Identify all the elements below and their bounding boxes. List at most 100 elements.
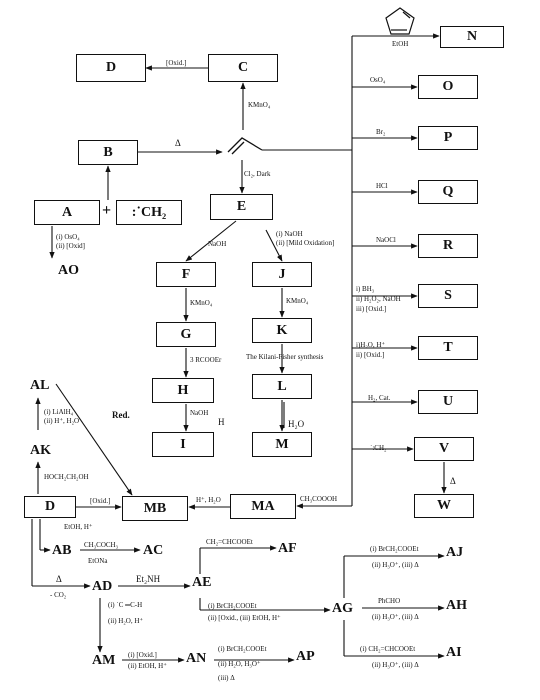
compound-U-box: U xyxy=(418,390,478,414)
carbene-box: :˙CH₂ xyxy=(116,200,182,225)
compound-R-box: R xyxy=(418,234,478,258)
compound-C-box: C xyxy=(208,54,278,82)
compound-AP: AP xyxy=(296,649,315,664)
compound-P-box: P xyxy=(418,126,478,150)
label-an-reagent-2: (ii) EtOH, H⁺ xyxy=(128,662,167,670)
compound-O-box: O xyxy=(418,75,478,99)
compound-T-box: T xyxy=(418,336,478,360)
compound-AE: AE xyxy=(192,575,212,590)
compound-B-box: B xyxy=(78,140,138,165)
label-j-reagent-2: (ii) [Mild Oxidation] xyxy=(276,239,335,247)
cyclopentadiene-icon xyxy=(385,7,415,35)
label-rcooer: 3 RCOOEr xyxy=(190,356,222,364)
compound-AG: AG xyxy=(332,601,353,616)
compound-AM: AM xyxy=(92,653,116,668)
compound-MA-box: MA xyxy=(230,494,296,519)
label-etoh-h: EtOH, H⁺ xyxy=(64,523,93,531)
label-co2: - CO₂ xyxy=(50,591,67,599)
label-naoh-i: NaOH xyxy=(190,409,209,417)
arrow-al-to-mb xyxy=(55,383,133,496)
compound-AC: AC xyxy=(143,543,164,558)
label-s-reagent-2: ii) H₂O₂, NaOH xyxy=(356,295,401,303)
label-ap-reagent-3: (iii) Δ xyxy=(218,674,235,682)
label-a-reagent-1: (i) OsO₄ xyxy=(56,233,80,241)
label-etona: EtONa xyxy=(88,557,108,565)
label-hoch2ch2oh: HOCH₂CH₂OH xyxy=(44,473,89,481)
label-aj-reagent-1: (i) BrCH₂COOEt xyxy=(370,545,419,553)
label-naocl: NaOCl xyxy=(376,236,396,244)
compound-AF: AF xyxy=(278,541,297,556)
label-t-reagent-1: i)H₂O, H⁺ xyxy=(356,341,386,349)
plus-sign: + xyxy=(102,202,112,219)
compound-Q-box: Q xyxy=(418,180,478,204)
label-ch3coooh: CH₃COOOH xyxy=(300,495,338,503)
label-al-reagent-2: (ii) H⁺, H₂O xyxy=(44,417,80,425)
label-j-reagent-1: (i) NaOH xyxy=(276,230,303,238)
label-ap-reagent-2: (ii) H₂O, H₃O⁺ xyxy=(218,660,261,668)
label-ah-reagent-2: (ii) H₃O⁺, (iii) Δ xyxy=(372,613,419,621)
label-ai-reagent-2: (ii) H₃O⁺, (iii) Δ xyxy=(372,661,419,669)
compound-AB: AB xyxy=(52,543,72,558)
label-oxid-top: [Oxid.] xyxy=(166,59,187,67)
label-delta-b: Δ xyxy=(175,138,181,148)
label-ch2-v: ˙:CH₂ xyxy=(370,444,387,452)
label-kmno4-g: KMnO₄ xyxy=(190,299,213,307)
compound-A-box: A xyxy=(34,200,100,225)
compound-M-box: M xyxy=(252,432,312,457)
label-delta-ad: Δ xyxy=(56,574,62,584)
compound-J-box: J xyxy=(252,262,312,287)
compound-L-box: L xyxy=(252,374,312,399)
arrow-e-to-j xyxy=(265,229,283,262)
compound-AH: AH xyxy=(446,598,467,613)
label-an-reagent-1: (i) [Oxid.] xyxy=(128,651,157,659)
compound-AJ: AJ xyxy=(446,545,464,560)
label-red: Red. xyxy=(112,410,130,420)
compound-E-box: E xyxy=(210,194,273,220)
label-oso4: OsO₄ xyxy=(370,76,386,84)
label-ap-reagent-1: (i) BrCH₂COOEt xyxy=(218,645,267,653)
propene-icon xyxy=(227,137,263,155)
compound-H-box: H xyxy=(152,378,214,403)
label-br2: Br₂ xyxy=(376,128,386,136)
compound-N-box: N xyxy=(440,26,504,48)
label-ag-reagent-1: (i) BrCH₂COOEt xyxy=(208,602,257,610)
label-etoh-n: EtOH xyxy=(392,40,409,48)
label-ai-reagent-1: (i) CH₂=CHCOOEt xyxy=(360,645,416,653)
compound-K-box: K xyxy=(252,318,312,343)
label-kmno4-c: KMnO₄ xyxy=(248,101,271,109)
label-et2nh: Et₂NH xyxy=(136,574,161,584)
label-ag-reagent-2: (ii) [Oxid., (iii) EtOH, H⁺ xyxy=(208,614,281,622)
label-ch3coch3: CH₃COCH₃ xyxy=(84,541,119,549)
label-s-reagent-1: i) BH₃ xyxy=(356,285,375,293)
label-hcl: HCl xyxy=(376,182,388,190)
label-aj-reagent-2: (ii) H₃O⁺, (iii) Δ xyxy=(372,561,419,569)
compound-AI: AI xyxy=(446,645,462,660)
compound-S-box: S xyxy=(418,284,478,308)
compound-AK: AK xyxy=(30,443,51,458)
compound-F-box: F xyxy=(156,262,216,287)
label-am-reagent-2: (ii) H₂O, H⁺ xyxy=(108,617,144,625)
label-al-reagent-1: (i) LiAlH₄ xyxy=(44,408,74,416)
compound-D-top-box: D xyxy=(76,54,146,82)
label-naoh-f: NaOH xyxy=(208,240,227,248)
compound-AO: AO xyxy=(58,263,79,278)
label-oxid-mb: [Oxid.] xyxy=(90,497,111,505)
label-kiliani-fisher: The Kilani-Fisher synthesis xyxy=(246,353,324,361)
label-h2-cat: H₂, Cat. xyxy=(368,394,391,402)
label-kmno4-k: KMnO₄ xyxy=(286,297,309,305)
compound-AN: AN xyxy=(186,651,207,666)
arrow-e-to-f xyxy=(185,220,237,262)
label-h-h2o-ma: H⁺, H₂O xyxy=(196,496,221,504)
label-af-reagent: CH₂=CHCOOEt xyxy=(206,538,253,546)
label-cl2-dark: Cl₂, Dark xyxy=(244,170,271,178)
label-s-reagent-3: iii) [Oxid.] xyxy=(356,305,387,313)
label-am-reagent-1: (i) ˙C ═C-H xyxy=(108,601,143,609)
compound-G-box: G xyxy=(156,322,216,347)
compound-MB-box: MB xyxy=(122,496,188,521)
label-h-i: H xyxy=(218,417,225,427)
compound-W-box: W xyxy=(414,494,474,518)
label-h2o-m: H₂O xyxy=(288,419,305,429)
compound-AL: AL xyxy=(30,378,50,393)
label-ah-reagent-1: PhCHO xyxy=(378,597,401,605)
